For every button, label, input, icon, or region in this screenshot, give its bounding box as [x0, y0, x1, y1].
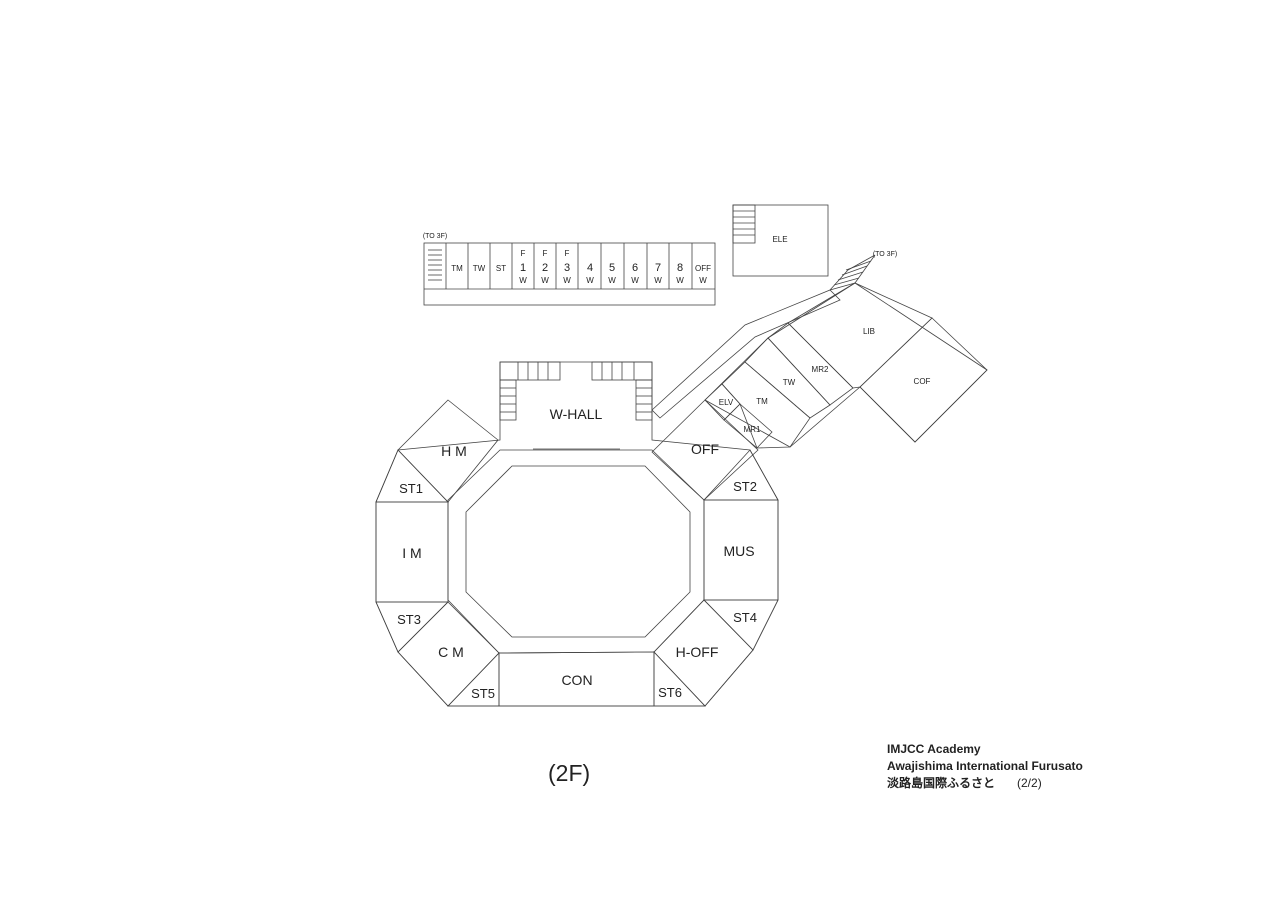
label-elv: ELV — [719, 398, 734, 407]
room-cof — [859, 317, 988, 443]
label-mr1: MR1 — [744, 425, 761, 434]
strip-mid-1: TM — [451, 264, 463, 273]
ele-building — [732, 204, 829, 277]
east-stairs — [828, 254, 876, 291]
strip-top-6: F — [565, 249, 570, 258]
top-strip-labels: TM TW ST F 1 W F 2 W F 3 W 4 W 5 W 6 W 7… — [451, 249, 711, 285]
page-number: (2/2) — [1017, 776, 1042, 790]
label-hm: H M — [441, 443, 467, 459]
strip-mid-4: 1 — [520, 262, 526, 274]
label-st5: ST5 — [471, 686, 495, 701]
strip-mid-11: 8 — [677, 262, 683, 274]
room-mr1 — [723, 403, 773, 449]
strip-bot-10: W — [654, 276, 662, 285]
label-w-hall: W-HALL — [550, 406, 603, 422]
strip-bot-7: W — [586, 276, 594, 285]
caption-line-2: Awajishima International Furusato — [887, 759, 1083, 773]
strip-bot-8: W — [608, 276, 616, 285]
caption-line-3: 淡路島国際ふるさと (2/2) — [887, 775, 1083, 792]
top-strip-building — [423, 242, 716, 306]
strip-mid-6: 3 — [564, 262, 570, 274]
corridor-east — [651, 289, 841, 419]
label-ele: ELE — [772, 235, 787, 244]
label-off: OFF — [691, 441, 719, 457]
strip-mid-12: OFF — [695, 264, 711, 273]
strip-mid-5: 2 — [542, 262, 548, 274]
strip-bot-12: W — [699, 276, 707, 285]
label-mus: MUS — [723, 543, 754, 559]
strip-mid-7: 4 — [587, 262, 593, 274]
label-tw-east: TW — [783, 378, 796, 387]
label-to3f-left: (TO 3F) — [423, 233, 447, 240]
w-hall-stairs — [499, 361, 653, 421]
caption-block: IMJCC Academy Awajishima International F… — [887, 741, 1083, 792]
label-st4: ST4 — [733, 610, 757, 625]
label-cof: COF — [914, 377, 931, 386]
label-to3f-right: (TO 3F) — [873, 251, 897, 258]
corridor-inner-wall — [447, 449, 705, 654]
strip-mid-3: ST — [496, 264, 506, 273]
caption-line-1: IMJCC Academy — [887, 742, 981, 756]
label-lib: LIB — [863, 327, 875, 336]
label-st6: ST6 — [658, 685, 682, 700]
strip-mid-2: TW — [473, 264, 486, 273]
room-st2 — [703, 449, 779, 501]
floor-label: (2F) — [548, 760, 591, 786]
caption-japanese: 淡路島国際ふるさと — [887, 776, 996, 790]
label-con: CON — [561, 672, 592, 688]
strip-top-5: F — [543, 249, 548, 258]
strip-bot-6: W — [563, 276, 571, 285]
strip-bot-9: W — [631, 276, 639, 285]
label-h-off: H-OFF — [676, 644, 719, 660]
strip-mid-10: 7 — [655, 262, 661, 274]
strip-bot-5: W — [541, 276, 549, 285]
label-st2: ST2 — [733, 479, 757, 494]
courtyard — [465, 465, 691, 638]
strip-mid-9: 6 — [632, 262, 638, 274]
room-st4 — [703, 599, 779, 651]
label-st1: ST1 — [399, 481, 423, 496]
label-cm: C M — [438, 644, 464, 660]
label-tm-east: TM — [756, 397, 768, 406]
label-im: I M — [402, 545, 421, 561]
label-mr2: MR2 — [812, 365, 829, 374]
strip-bot-4: W — [519, 276, 527, 285]
strip-mid-8: 5 — [609, 262, 615, 274]
strip-bot-11: W — [676, 276, 684, 285]
label-st3: ST3 — [397, 612, 421, 627]
room-off — [651, 399, 759, 501]
strip-top-4: F — [521, 249, 526, 258]
